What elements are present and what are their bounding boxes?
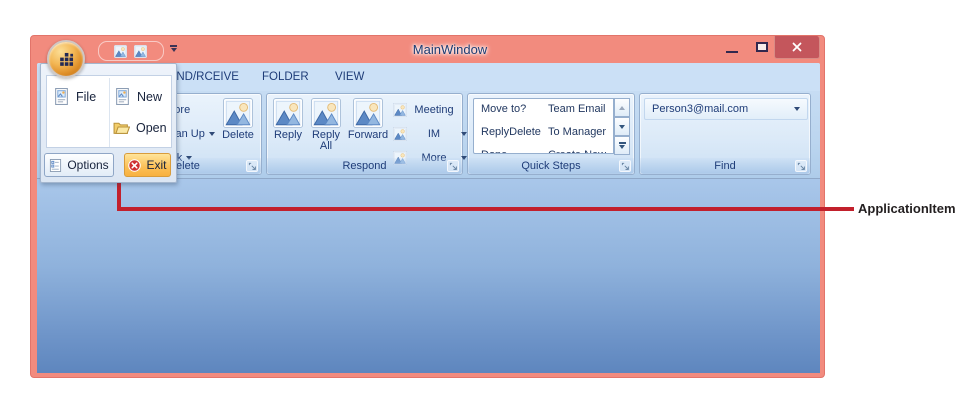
image-placeholder-icon	[393, 127, 407, 141]
reply-all-label: Reply All	[311, 129, 341, 152]
reply-button[interactable]: Reply	[269, 98, 307, 158]
gallery-more-button[interactable]	[614, 136, 630, 155]
options-button[interactable]: Options	[44, 153, 114, 177]
minimize-icon	[726, 50, 738, 53]
callout-line-horizontal	[117, 207, 854, 211]
dialog-launcher-respond[interactable]	[447, 160, 459, 172]
options-label: Options	[67, 158, 109, 172]
document-icon	[114, 88, 131, 105]
qat-customize-button[interactable]	[169, 45, 178, 53]
image-placeholder-icon	[223, 98, 253, 128]
dialog-launcher-quick-steps[interactable]	[619, 160, 631, 172]
menu-item-new[interactable]: New	[114, 88, 162, 105]
meeting-button[interactable]: Meeting	[393, 100, 457, 120]
reply-all-button[interactable]: Reply All	[306, 98, 346, 158]
gallery-row: ReplyDelete To Manager	[474, 126, 613, 141]
image-placeholder-icon	[353, 98, 383, 128]
gallery-item-reply-delete[interactable]: ReplyDelete	[481, 126, 541, 138]
document-icon	[53, 88, 70, 105]
arrow-up-icon	[619, 105, 625, 110]
dialog-launcher-delete[interactable]	[246, 160, 258, 172]
exit-button[interactable]: Exit	[124, 153, 171, 177]
dialog-launcher-find[interactable]	[795, 160, 807, 172]
maximize-icon	[756, 42, 768, 52]
dialog-launcher-icon	[621, 162, 630, 171]
exit-label: Exit	[146, 158, 167, 172]
ribbon-group-quick-steps: Move to? Team Email ReplyDelete To Manag…	[467, 93, 635, 175]
gallery-item-create-new[interactable]: Create New	[548, 149, 606, 153]
im-label: IM	[427, 128, 441, 140]
menu-item-file[interactable]: File	[53, 88, 96, 105]
application-menu-popup: File New Open Options Exit	[40, 63, 177, 183]
menu-column-divider	[109, 78, 110, 147]
window-content-area	[37, 179, 820, 373]
annotation-label: ApplicationItem	[858, 201, 956, 216]
exit-icon	[128, 159, 141, 172]
gallery-scroll-down-button[interactable]	[614, 117, 630, 136]
image-placeholder-icon	[134, 45, 147, 58]
qat-customize-dropdown-icon	[170, 45, 177, 47]
chevron-down-icon	[170, 48, 177, 53]
image-placeholder-icon	[273, 98, 303, 128]
group-label-find: Find	[640, 158, 810, 174]
menu-item-new-label: New	[137, 89, 163, 104]
group-label-quick-steps: Quick Steps	[468, 158, 634, 174]
title-bar[interactable]: MainWindow	[31, 36, 824, 63]
menu-item-open[interactable]: Open	[113, 119, 167, 136]
tab-view[interactable]: VIEW	[335, 71, 365, 83]
chevron-down-icon	[794, 107, 800, 111]
im-button[interactable]: IM	[393, 124, 467, 144]
arrow-down-icon	[619, 145, 625, 150]
ribbon-group-respond: Reply Reply All Forward Meeting	[266, 93, 467, 175]
quick-steps-gallery: Move to? Team Email ReplyDelete To Manag…	[473, 98, 614, 154]
window-title: MainWindow	[412, 42, 488, 57]
application-menu-items-panel: File New Open	[46, 75, 172, 148]
group-label-respond: Respond	[267, 158, 462, 174]
gallery-row-clipped: Done Create New	[474, 149, 613, 153]
application-menu-button[interactable]	[47, 40, 85, 78]
menu-item-file-label: File	[76, 89, 97, 104]
gallery-item-to-manager[interactable]: To Manager	[548, 126, 607, 138]
minimize-button[interactable]	[719, 38, 745, 57]
forward-button[interactable]: Forward	[345, 98, 391, 158]
find-combobox-value: Person3@mail.com	[652, 103, 749, 115]
reply-label: Reply	[273, 129, 303, 141]
chevron-down-icon	[461, 132, 467, 136]
close-button[interactable]	[774, 36, 820, 59]
maximize-button[interactable]	[749, 38, 775, 57]
meeting-label: Meeting	[414, 104, 454, 116]
delete-button[interactable]: Delete	[215, 98, 261, 158]
qat-button-1[interactable]	[114, 45, 128, 59]
chevron-down-icon	[208, 132, 215, 136]
gallery-row: Move to? Team Email	[474, 103, 613, 118]
arrow-down-icon	[619, 124, 625, 129]
gallery-item-done[interactable]: Done	[481, 149, 507, 153]
delete-label: Delete	[222, 129, 254, 141]
forward-label: Forward	[347, 129, 389, 141]
menu-item-open-label: Open	[136, 120, 167, 135]
ribbon-group-find: Person3@mail.com Find	[639, 93, 811, 175]
gallery-scrollbar	[614, 98, 630, 155]
gallery-item-move-to[interactable]: Move to?	[481, 103, 527, 115]
app-menu-grid-icon	[57, 50, 76, 69]
qat-button-2[interactable]	[134, 45, 148, 59]
tab-send-receive[interactable]: SEND/RCEIVE	[161, 71, 239, 83]
dialog-launcher-icon	[449, 162, 458, 171]
chevron-down-icon	[461, 156, 467, 160]
dialog-launcher-icon	[248, 162, 257, 171]
gallery-more-icon	[618, 141, 626, 144]
tab-folder[interactable]: FOLDER	[262, 71, 309, 83]
open-folder-icon	[113, 119, 130, 136]
gallery-scroll-up-button[interactable]	[614, 98, 630, 117]
dialog-launcher-icon	[797, 162, 806, 171]
image-placeholder-icon	[393, 103, 407, 117]
image-placeholder-icon	[311, 98, 341, 128]
callout-line-vertical	[117, 181, 121, 210]
find-combobox[interactable]: Person3@mail.com	[644, 98, 808, 120]
image-placeholder-icon	[114, 45, 127, 58]
quick-access-toolbar	[98, 41, 164, 61]
close-icon	[792, 42, 802, 52]
gallery-item-team-email[interactable]: Team Email	[548, 103, 606, 115]
options-icon	[49, 159, 62, 172]
